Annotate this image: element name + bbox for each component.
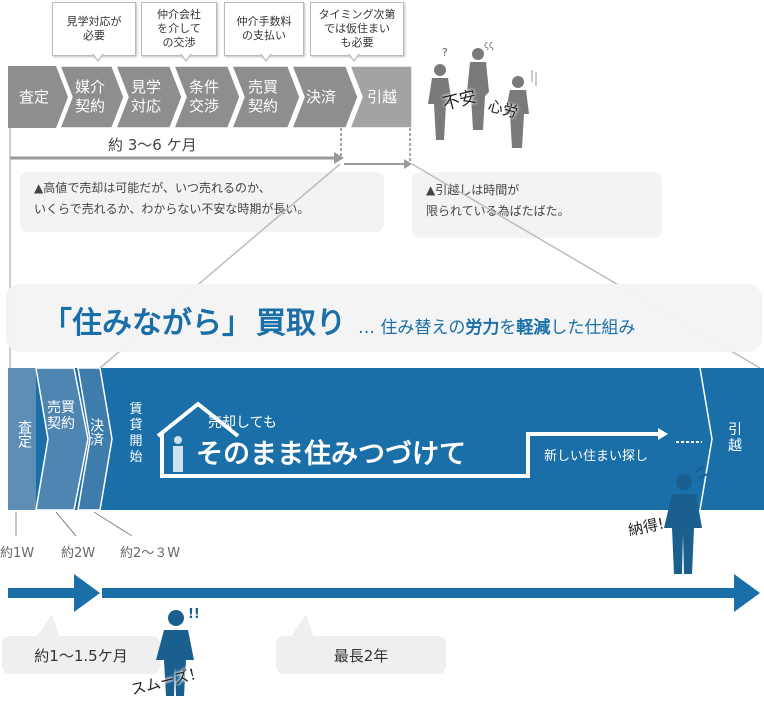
timeline-ticks xyxy=(15,511,133,537)
headline-sub-post: した仕組み xyxy=(550,318,636,338)
bottom-step-sales-contract: 売買 契約 xyxy=(47,400,75,432)
headline: 「 住みながら 」 買取り … 住み替えの 労力 を 軽減 した仕組み xyxy=(42,298,635,342)
worried-people-icon: ? ζζ xyxy=(428,42,537,148)
top-duration-lines xyxy=(9,128,412,169)
headline-sub-pre: … 住み替えの xyxy=(358,318,466,338)
headline-box xyxy=(6,284,762,352)
headline-sub-em2: 軽減 xyxy=(516,318,551,338)
bottom-step-settlement: 決済 xyxy=(88,418,104,446)
svg-text:?: ? xyxy=(442,46,448,59)
headline-kaitori: 買取り xyxy=(256,306,346,341)
bottom-step-moving: 引 越 xyxy=(728,422,742,454)
top-step-settlement: 決済 xyxy=(305,87,336,106)
top-step-brokerage-contract: 媒介 契約 xyxy=(74,78,105,115)
top-flow-chevrons xyxy=(8,66,412,128)
bubble-long-uncertainty: ▲高値で売却は可能だが、いつ売れるのか、 いくらで売れるか、わからない不安な時期… xyxy=(20,172,384,232)
svg-text:ζζ: ζζ xyxy=(484,42,494,51)
top-step-assessment: 査定 xyxy=(18,87,49,106)
note-viewing: 見学対応が 必要 xyxy=(52,2,136,56)
timeline-label-2w: 約2W xyxy=(61,546,96,561)
house-caption-big: そのまま住みつづけて xyxy=(196,439,466,470)
new-home-search: 新しい住まい探し xyxy=(544,449,649,464)
svg-text:!!: !! xyxy=(188,607,200,622)
top-step-viewing: 見学 対応 xyxy=(130,78,161,115)
top-step-negotiation: 条件 交渉 xyxy=(188,78,219,115)
timeline-label-2-3w: 約2～３W xyxy=(120,546,181,561)
headline-sub-mid: を xyxy=(499,318,517,338)
smooth-person-icon: !! xyxy=(156,607,200,696)
bottom-arrows xyxy=(8,574,760,612)
top-duration-label: 約 3〜6 ケ月 xyxy=(104,134,201,155)
bottom-step-assessment: 査定 xyxy=(16,420,32,448)
headline-sub-em1: 労力 xyxy=(465,318,500,338)
headline-quote-open: 「 xyxy=(42,306,72,341)
satisfied-person-icon xyxy=(664,466,709,574)
period-short: 約1～1.5ケ月 xyxy=(2,636,160,674)
period-long: 最長2年 xyxy=(276,636,446,674)
note-temporary-housing: タイミング次第 では仮住まい も必要 xyxy=(310,2,404,56)
timeline-label-1w: 約1W xyxy=(0,546,35,561)
note-commission: 仲介手数料 の支払い xyxy=(224,2,304,56)
bottom-flow-band xyxy=(8,368,764,510)
house-caption-small: 売却しても xyxy=(208,415,277,431)
headline-quote-close: 」 xyxy=(222,306,252,341)
pill-pointers xyxy=(36,614,314,638)
note-negotiation: 仲介会社 を介して の交渉 xyxy=(141,2,217,56)
bottom-step-rental-start: 賃 貸 開 始 xyxy=(129,402,143,465)
top-step-moving: 引越 xyxy=(366,87,397,106)
headline-brand: 住みながら xyxy=(72,306,222,341)
top-step-sales-contract: 売買 契約 xyxy=(247,78,278,115)
bubble-moving-rush: ▲引越しは時間が 限られている為ばたばた。 xyxy=(412,172,662,238)
